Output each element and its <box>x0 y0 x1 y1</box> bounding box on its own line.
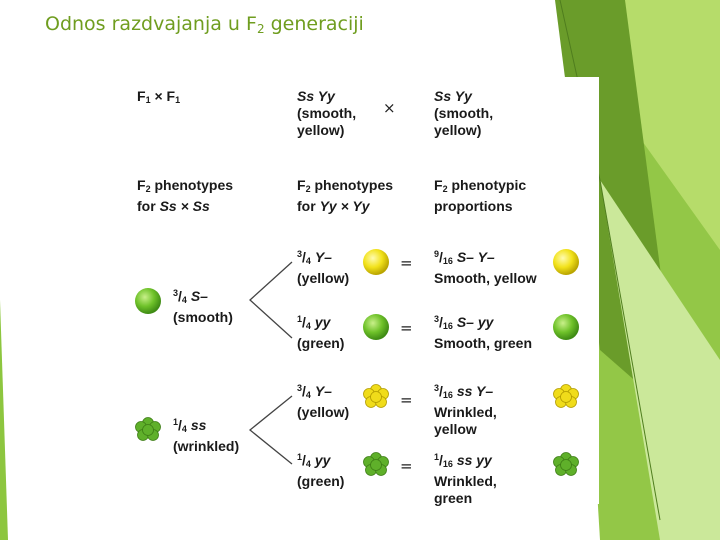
proportion-row-2: 3/16 S– yy Smooth, green <box>434 314 533 351</box>
pea-smooth-green-icon <box>363 314 389 340</box>
f1-cross-label: F1 × F1 <box>137 88 181 105</box>
color-row-4: 1/4 yy (green) <box>297 452 345 489</box>
pea-wrinkled-yellow-icon <box>553 384 579 408</box>
equals-sign: = <box>400 391 413 409</box>
slide-title: Odnos razdvajanja u F2 generaciji <box>45 13 364 36</box>
proportion-row-3: 3/16 ss Y– Wrinkled, yellow <box>434 383 497 437</box>
header-color-phenotypes: F2 phenotypes for Yy × Yy <box>297 177 394 214</box>
proportion-row-1: 9/16 S– Y– Smooth, yellow <box>434 249 537 286</box>
dihybrid-cross-panel <box>120 77 599 504</box>
parent1-text: Ss Yy (smooth, yellow) <box>297 88 357 138</box>
shape-group-wrinkled: 1/4 ss (wrinkled) <box>173 417 240 454</box>
pea-wrinkled-yellow-icon <box>363 384 389 408</box>
pea-wrinkled-green-icon <box>553 452 579 476</box>
color-row-1: 3/4 Y– (yellow) <box>297 249 350 286</box>
equals-sign: = <box>400 457 413 475</box>
facet-line <box>599 179 661 521</box>
shape-group-smooth: 3/4 S– (smooth) <box>173 288 233 325</box>
header-shape-phenotypes: F2 phenotypes for Ss × Ss <box>137 177 234 214</box>
equals-sign: = <box>400 254 413 272</box>
branch-line-smooth <box>249 261 293 339</box>
pea-smooth-yellow-icon <box>553 249 579 275</box>
equals-sign: = <box>400 319 413 337</box>
pea-wrinkled-green-icon <box>363 452 389 476</box>
pea-smooth-green-icon <box>135 288 161 314</box>
color-row-2: 1/4 yy (green) <box>297 314 345 351</box>
parent2-text: Ss Yy (smooth, yellow) <box>434 88 494 138</box>
pea-smooth-green-icon <box>553 314 579 340</box>
pea-smooth-yellow-icon <box>363 249 389 275</box>
proportion-row-4: 1/16 ss yy Wrinkled, green <box>434 452 497 506</box>
left-sliver <box>0 300 8 540</box>
header-phenotypic-proportions: F2 phenotypic proportions <box>434 177 527 214</box>
pea-wrinkled-green-icon <box>135 417 161 441</box>
right-facet-pale <box>600 180 720 540</box>
branch-line-wrinkled <box>248 395 293 465</box>
color-row-3: 3/4 Y– (yellow) <box>297 383 350 420</box>
cross-times-symbol: × <box>383 99 396 117</box>
